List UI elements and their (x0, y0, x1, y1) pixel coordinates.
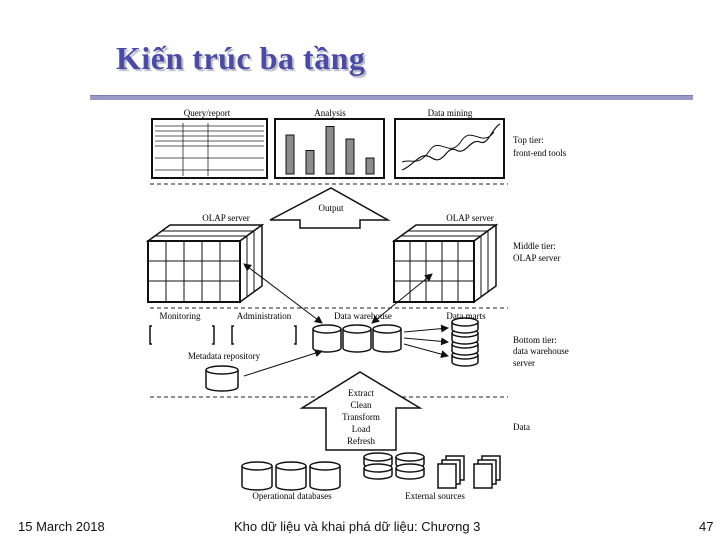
page-number: 47 (699, 519, 714, 534)
panel-label-data-mining: Data mining (428, 108, 473, 118)
footer-course-title: Kho dữ liệu và khai phá dữ liệu: Chương … (234, 519, 481, 534)
tier-bottom-line2: data warehouse (513, 346, 569, 356)
tier-bottom-line3: server (513, 358, 535, 368)
operational-databases-label: Operational databases (252, 491, 332, 501)
administration-label: Administration (237, 311, 292, 321)
etl-step-load: Load (352, 424, 371, 434)
metadata-repository-cylinder (205, 365, 239, 392)
panel-label-analysis: Analysis (314, 108, 346, 118)
monitoring-box (149, 325, 215, 345)
output-label: Output (318, 203, 344, 213)
footer-date: 15 March 2018 (18, 519, 105, 534)
slide-title: Kiến trúc ba tầng (116, 40, 366, 76)
analysis-bar (325, 126, 335, 175)
tier-middle-line1: Middle tier: (513, 241, 556, 251)
tier-middle-line2: OLAP server (513, 253, 560, 263)
olap-server-label-right: OLAP server (446, 213, 493, 223)
tier-top-line1: Top tier: (513, 135, 544, 145)
etl-step-refresh: Refresh (347, 436, 375, 446)
output-arrow (269, 187, 391, 229)
tier-labels: Top tier: front-end tools Middle tier: O… (513, 135, 569, 432)
flow-arrows (243, 263, 449, 377)
olap-server-label-left: OLAP server (202, 213, 249, 223)
etl-steps: Extract Clean Transform Load Refresh (342, 388, 380, 446)
report-table-grid (155, 123, 264, 176)
data-marts-stack (451, 317, 479, 367)
tier-data-label: Data (513, 422, 530, 432)
analysis-bar (345, 138, 355, 175)
query-report-panel (151, 118, 268, 179)
title-underline (90, 95, 693, 100)
data-marts-label: Data marts (446, 311, 486, 321)
data-warehouse-label: Data warehouse (334, 311, 392, 321)
external-source-cylinders (363, 452, 425, 480)
tier-bottom-line1: Bottom tier: (513, 335, 557, 345)
etl-step-extract: Extract (348, 388, 374, 398)
etl-arrow (299, 371, 423, 451)
metadata-repository-label: Metadata repository (188, 351, 261, 361)
mining-curve-2 (401, 131, 495, 163)
operational-database-cylinders (241, 461, 341, 491)
analysis-bar-group (285, 126, 375, 175)
monitoring-label: Monitoring (159, 311, 201, 321)
mining-curve (401, 123, 501, 171)
administration-box (231, 325, 297, 345)
olap-cube-left (145, 223, 265, 304)
etl-step-transform: Transform (342, 412, 380, 422)
external-sources-label: External sources (405, 491, 465, 501)
panel-label-query-report: Query/report (184, 108, 231, 118)
data-warehouse-cylinders (312, 324, 402, 353)
analysis-bar (365, 157, 375, 175)
analysis-bar (285, 134, 295, 175)
data-mining-panel (394, 118, 505, 179)
etl-step-clean: Clean (351, 400, 372, 410)
tier-top-line2: front-end tools (513, 148, 567, 158)
analysis-bar (305, 150, 315, 175)
external-source-documents (437, 455, 501, 489)
analysis-panel (274, 118, 385, 179)
olap-cube-right (391, 223, 499, 304)
